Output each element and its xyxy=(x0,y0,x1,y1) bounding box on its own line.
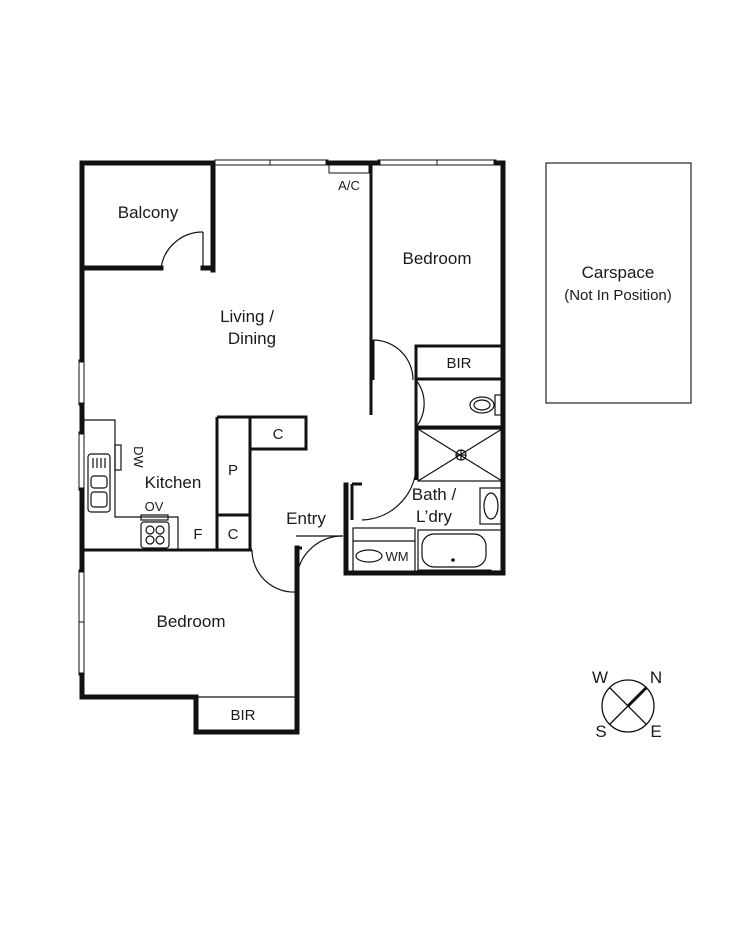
ac-label: A/C xyxy=(338,178,360,193)
room-label-kitchen: Kitchen xyxy=(145,473,202,492)
compass-n: N xyxy=(650,668,662,687)
room-label-bedroom-2: Bedroom xyxy=(157,612,226,631)
compass-w: W xyxy=(592,668,608,687)
ac-unit xyxy=(328,164,370,174)
washing-machine-icon xyxy=(355,549,383,563)
bath-fixtures xyxy=(352,394,503,574)
carspace-box xyxy=(545,162,692,404)
room-label-living-2: Dining xyxy=(228,329,276,348)
carspace-sublabel: (Not In Position) xyxy=(564,287,672,304)
room-label-bath-1: Bath / xyxy=(412,485,457,504)
pantry-label: P xyxy=(228,462,238,479)
kitchen-fixtures xyxy=(84,419,179,550)
bathtub-icon xyxy=(421,533,487,568)
compass-icon xyxy=(601,679,655,733)
toilet-icon xyxy=(469,396,495,414)
ov-label: OV xyxy=(145,499,164,514)
dw-label: DW xyxy=(131,446,146,468)
room-label-bedroom-1: Bedroom xyxy=(403,249,472,268)
cupboard-label-2: C xyxy=(228,526,239,543)
fridge-label: F xyxy=(193,526,202,543)
sink-icon xyxy=(87,453,111,513)
carspace-label: Carspace xyxy=(582,263,655,282)
windows xyxy=(78,159,497,676)
bir-label-1: BIR xyxy=(446,355,471,372)
cooktop-icon xyxy=(140,521,170,549)
basin-icon xyxy=(483,492,499,520)
room-label-balcony: Balcony xyxy=(118,203,179,222)
compass-e: E xyxy=(650,722,661,741)
bir-label-2: BIR xyxy=(230,707,255,724)
room-label-entry: Entry xyxy=(286,509,326,528)
interior-walls xyxy=(82,163,505,552)
doors xyxy=(160,231,425,593)
compass-s: S xyxy=(595,722,606,741)
cupboard-label-1: C xyxy=(273,426,284,443)
shower-icon xyxy=(417,428,503,482)
room-label-living-1: Living / xyxy=(220,307,274,326)
wm-label: WM xyxy=(385,549,408,564)
room-label-bath-2: L’dry xyxy=(416,507,452,526)
